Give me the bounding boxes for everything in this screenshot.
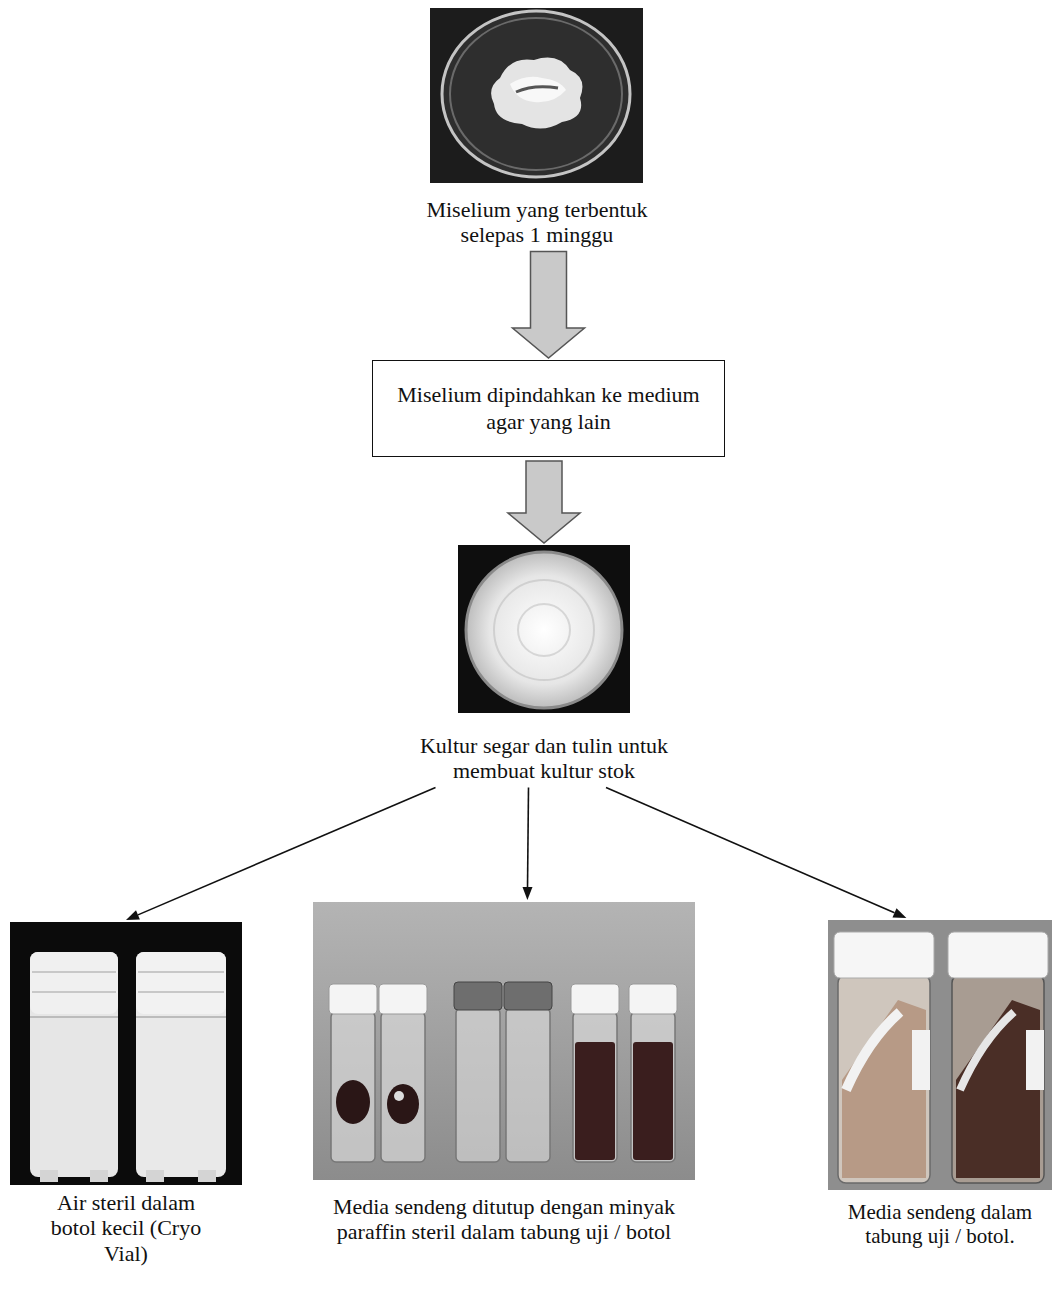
arrowhead bbox=[126, 910, 140, 920]
photo-node: Media sendeng dalam tabung uji / botol. bbox=[828, 920, 1052, 1248]
photo-frame bbox=[828, 920, 1052, 1190]
process-box: Miselium dipindahkan ke medium agar yang… bbox=[372, 360, 725, 457]
photo-node: Media sendeng ditutup dengan minyak para… bbox=[309, 902, 699, 1245]
block-arrow-shape bbox=[513, 252, 585, 358]
photo-caption: Media sendeng dalam tabung uji / botol. bbox=[838, 1200, 1043, 1248]
connector-line bbox=[527, 788, 530, 887]
photo-caption: Kultur segar dan tulin untuk membuat kul… bbox=[389, 733, 699, 784]
photo-frame bbox=[431, 8, 644, 183]
arrowhead bbox=[523, 887, 533, 900]
arrowhead bbox=[893, 908, 907, 918]
paraffin-vials-photo bbox=[313, 902, 695, 1180]
block-arrow bbox=[508, 461, 580, 543]
photo-frame bbox=[10, 922, 242, 1185]
connector-arrow bbox=[126, 788, 436, 920]
block-arrow bbox=[513, 252, 585, 358]
photo-node: Miselium yang terbentuk selepas 1 minggu bbox=[392, 8, 682, 248]
photo-caption: Media sendeng ditutup dengan minyak para… bbox=[309, 1194, 699, 1245]
connector-line bbox=[606, 788, 894, 913]
photo-caption: Miselium yang terbentuk selepas 1 minggu bbox=[392, 197, 682, 248]
cryo-vial-photo bbox=[10, 922, 242, 1185]
box-label: Miselium dipindahkan ke medium agar yang… bbox=[387, 382, 710, 435]
photo-frame bbox=[458, 545, 630, 713]
connector-arrow bbox=[606, 788, 906, 918]
slant-media-photo bbox=[828, 920, 1052, 1190]
photo-node: Kultur segar dan tulin untuk membuat kul… bbox=[389, 545, 699, 784]
culture-plate-photo bbox=[458, 545, 630, 713]
connector-arrow bbox=[523, 788, 533, 900]
connector-line bbox=[138, 788, 436, 915]
photo-node: Air steril dalam botol kecil (Cryo Vial) bbox=[10, 922, 242, 1266]
photo-frame bbox=[313, 902, 695, 1180]
petri-dish-photo bbox=[430, 8, 643, 183]
photo-caption: Air steril dalam botol kecil (Cryo Vial) bbox=[38, 1190, 214, 1266]
block-arrow-shape bbox=[508, 461, 580, 543]
